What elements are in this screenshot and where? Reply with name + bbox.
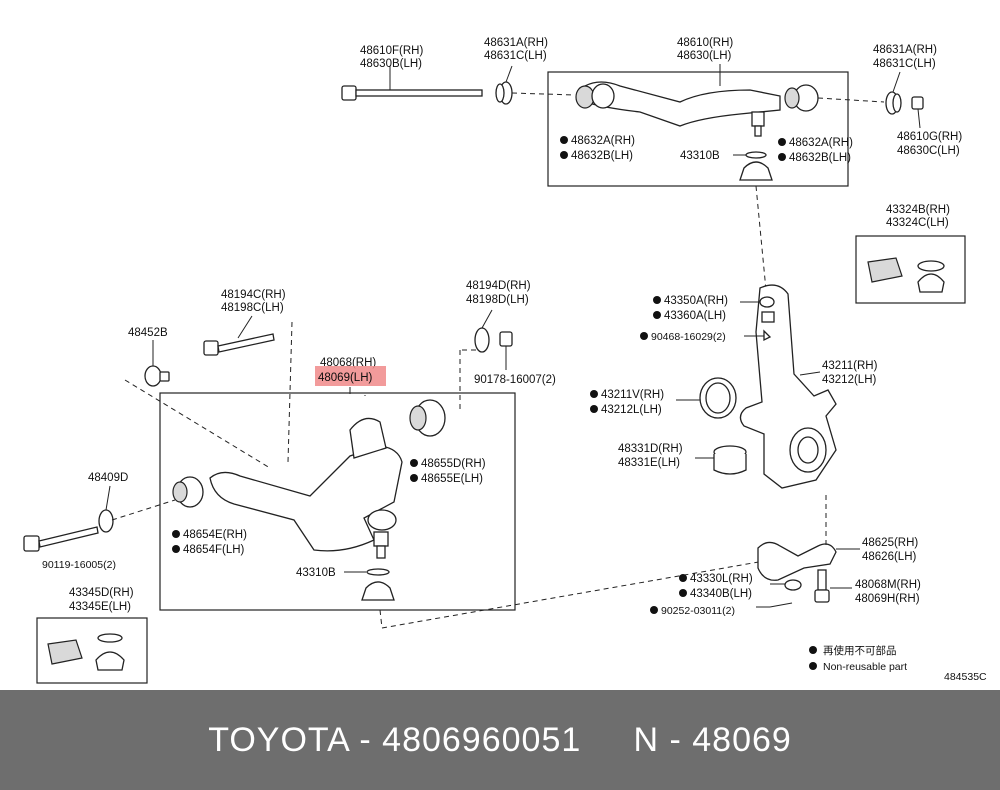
kit-box-43345 — [36, 617, 148, 684]
lower-dust-boot — [344, 568, 395, 601]
footer-part-number: TOYOTA - 4806960051 N - 48069 — [208, 720, 792, 759]
kit-43345-contents — [47, 633, 125, 671]
knuckle-arm-48625 — [757, 541, 860, 581]
label-48654e: 48654E(RH) — [183, 529, 247, 541]
bound-stopper-48331d — [695, 445, 747, 475]
cotter-pin-90252 — [756, 602, 793, 608]
label-48198d: 48198D(LH) — [466, 294, 529, 306]
label-43324b: 43324B(RH) — [886, 204, 950, 216]
label-43212l: 43212L(LH) — [601, 404, 662, 416]
label-48655e: 48655E(LH) — [421, 473, 483, 485]
cam-washer-48452b — [144, 340, 170, 387]
upper-arm-48610 — [575, 64, 819, 137]
highlight-48069 — [315, 366, 386, 386]
label-48630: 48630(LH) — [677, 50, 732, 62]
footer-bar: TOYOTA - 4806960051 N - 48069 — [0, 690, 1000, 790]
label-90119: 90119-16005(2) — [42, 559, 116, 571]
highlight-label-overlay: 48069(LH) — [318, 372, 373, 384]
label-48409d: 48409D — [88, 472, 128, 484]
cam-washer-48194d — [474, 309, 513, 370]
label-48069h: 48069H(RH) — [855, 593, 920, 605]
label-43310b-1: 43310B — [680, 150, 720, 162]
label-48631c-2: 48631C(LH) — [873, 58, 936, 70]
label-48625: 48625(RH) — [862, 537, 918, 549]
label-48655d: 48655D(RH) — [421, 458, 486, 470]
label-48069-overlay: 48069(LH) — [318, 372, 373, 384]
castle-nut-43330l — [770, 579, 802, 591]
label-48632a-2: 48632A(RH) — [789, 137, 853, 149]
label-48631c-1: 48631C(LH) — [484, 50, 547, 62]
label-48630b: 48630B(LH) — [360, 58, 422, 70]
label-43212: 43212(LH) — [822, 374, 877, 386]
label-43345e: 43345E(LH) — [69, 601, 131, 613]
bolt-48068m — [814, 569, 852, 603]
label-48630c: 48630C(LH) — [897, 145, 960, 157]
label-48610: 48610(RH) — [677, 37, 733, 49]
label-43345d: 43345D(RH) — [69, 587, 134, 599]
legend-reuse-jp: 再使用不可部品 — [823, 644, 897, 657]
label-43350a: 43350A(RH) — [664, 295, 728, 307]
upper-bolt-48610f — [341, 66, 483, 101]
label-48194c: 48194C(RH) — [221, 289, 286, 301]
upper-dust-boot — [733, 151, 773, 181]
label-48632a-1: 48632A(RH) — [571, 135, 635, 147]
label-48631a-1: 48631A(RH) — [484, 37, 548, 49]
bolt-48409d — [23, 485, 114, 552]
label-48068m: 48068M(RH) — [855, 579, 921, 591]
label-43324c: 43324C(LH) — [886, 217, 949, 229]
label-43330l: 43330L(RH) — [690, 573, 753, 585]
label-43211v: 43211V(RH) — [601, 389, 664, 401]
label-90468: 90468-16029(2) — [651, 331, 726, 343]
label-48194d: 48194D(RH) — [466, 280, 531, 292]
label-43310b-2: 43310B — [296, 567, 336, 579]
label-43211: 43211(RH) — [822, 360, 878, 372]
label-48632b-1: 48632B(LH) — [571, 150, 633, 162]
kit-43324-contents — [867, 257, 945, 293]
oil-seal-43211v — [676, 377, 737, 419]
kit-box-43324 — [855, 235, 966, 304]
label-48631a-2: 48631A(RH) — [873, 44, 937, 56]
nut-48610g — [911, 96, 924, 129]
pin-90468 — [744, 329, 772, 342]
reference-code: 484535C — [944, 671, 987, 683]
bushing-43350a — [740, 296, 775, 323]
label-43340b: 43340B(LH) — [690, 588, 752, 600]
bolt-48194c — [203, 315, 275, 356]
label-48331d: 48331D(RH) — [618, 443, 683, 455]
lower-arm-group-box — [159, 392, 516, 611]
washer-48631a-right — [885, 71, 902, 115]
washer-48631a-left — [495, 65, 513, 105]
exploded-parts-diagram: 48610F(RH) 48630B(LH) 48631A(RH) 48631C(… — [23, 37, 987, 684]
label-48331e: 48331E(LH) — [618, 457, 680, 469]
label-48654f: 48654F(LH) — [183, 544, 245, 556]
label-48610g: 48610G(RH) — [897, 131, 962, 143]
label-90178: 90178-16007(2) — [474, 374, 556, 386]
label-48452b: 48452B — [128, 327, 168, 339]
upper-arm-group-box — [547, 71, 849, 187]
label-48626: 48626(LH) — [862, 551, 917, 563]
label-43360a: 43360A(LH) — [664, 310, 726, 322]
label-90252: 90252-03011(2) — [661, 605, 735, 617]
legend-reuse-en: Non-reusable part — [823, 661, 907, 673]
lower-arm-48069 — [172, 399, 446, 559]
label-48632b-2: 48632B(LH) — [789, 152, 851, 164]
label-48610f: 48610F(RH) — [360, 45, 423, 57]
label-48198c: 48198C(LH) — [221, 302, 284, 314]
